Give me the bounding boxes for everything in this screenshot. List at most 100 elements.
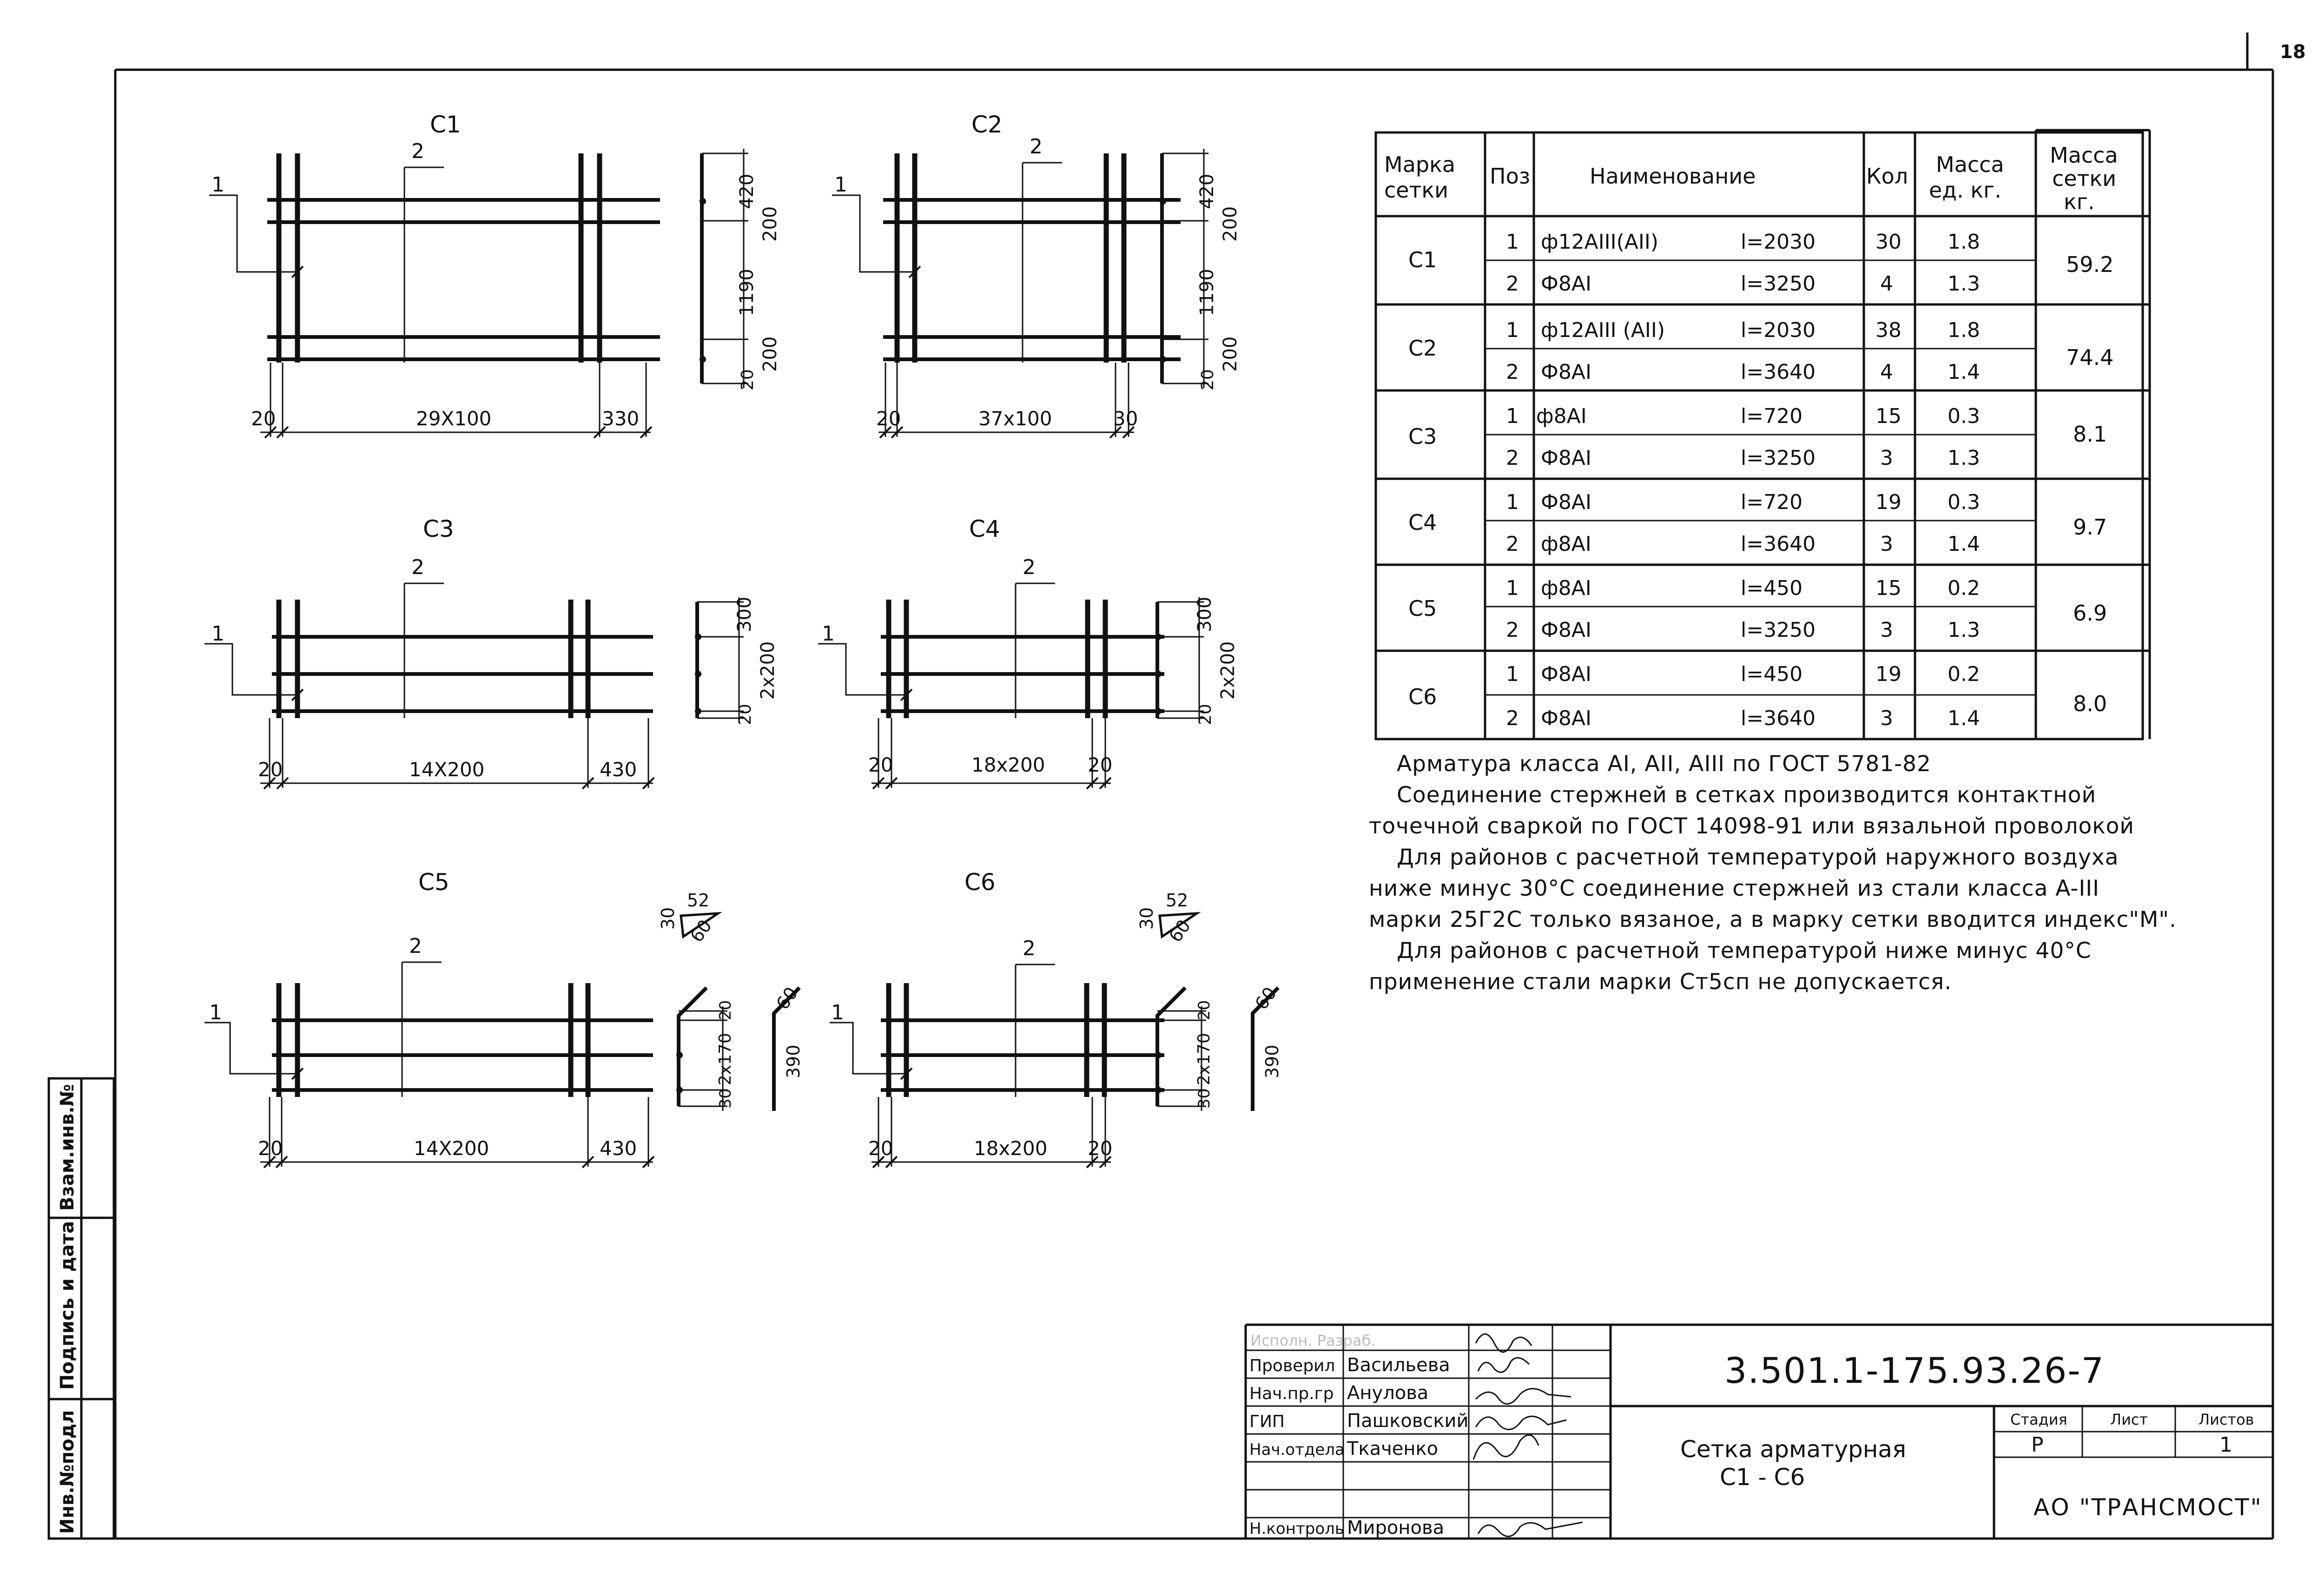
mesh-c5-sec-20: 20 bbox=[716, 1000, 735, 1020]
th-mark-2: сетки bbox=[1384, 178, 1448, 203]
row-c1-2-qty: 4 bbox=[1880, 272, 1893, 296]
mesh-c3-dim-left: 20 bbox=[258, 758, 283, 781]
mesh-c6-bend-30: 30 bbox=[1136, 907, 1157, 930]
th-total-3: кг. bbox=[2064, 189, 2095, 214]
row-c2-1-pos: 1 bbox=[1506, 318, 1519, 342]
tb-name-0: Васильева bbox=[1347, 1354, 1450, 1376]
side-stamp-replace: Взам.инв.№ bbox=[57, 1084, 78, 1211]
row-c2-2-len: l=3640 bbox=[1741, 360, 1816, 384]
row-c1-1-pos: 1 bbox=[1506, 230, 1519, 254]
row-c5-2-unit: 1.3 bbox=[1948, 618, 1980, 642]
tb-role-1: Нач.пр.гр bbox=[1249, 1384, 1334, 1403]
row-c6-2-unit: 1.4 bbox=[1948, 707, 1980, 730]
mesh-c2-pos2: 2 bbox=[1030, 135, 1043, 159]
tb-sheets-h: Листов bbox=[2199, 1411, 2254, 1428]
mesh-c2-dim-right: 30 bbox=[1113, 407, 1138, 430]
mesh-c1-pos2: 2 bbox=[411, 139, 424, 163]
row-c3-mass: 8.1 bbox=[2073, 422, 2107, 447]
mesh-c1: C1 2 1 20 29X100 330 420 200 1190 bbox=[209, 111, 781, 439]
mesh-c4-pos2: 2 bbox=[1023, 555, 1036, 579]
mesh-c1-pos1: 1 bbox=[211, 173, 224, 197]
mesh-c4-dim-mid: 18x200 bbox=[971, 753, 1045, 776]
mesh-c2-sec-200a: 200 bbox=[1220, 206, 1241, 242]
row-c3-1-name: ф8AI bbox=[1536, 404, 1587, 428]
row-c2-mark: C2 bbox=[1408, 336, 1437, 361]
row-c1-1-unit: 1.8 bbox=[1948, 230, 1980, 254]
row-c5-1-len: l=450 bbox=[1741, 576, 1802, 600]
row-c2-2-qty: 4 bbox=[1880, 360, 1893, 384]
mesh-c2-sec-1190: 1190 bbox=[1196, 269, 1218, 316]
mesh-c5-sec-2x170: 2x170 bbox=[716, 1033, 735, 1085]
mesh-c6-dim-right: 20 bbox=[1088, 1137, 1112, 1160]
row-c1-1-name: ф12AIII(AII) bbox=[1541, 230, 1658, 254]
note-line-4: ниже минус 30°С соединение стержней из с… bbox=[1369, 876, 2100, 901]
row-c1-mass: 59.2 bbox=[2066, 252, 2113, 277]
mesh-c6: C6 2 1 20 18x200 20 30 52 60 20 2x1 bbox=[830, 869, 1282, 1169]
row-c4-2-name: ф8AI bbox=[1541, 532, 1591, 556]
mesh-c5-sec-30: 30 bbox=[716, 1089, 735, 1109]
mesh-c1-dim-left: 20 bbox=[251, 407, 276, 430]
row-c3-2-name: Ф8AI bbox=[1541, 446, 1591, 470]
row-c3-2-qty: 3 bbox=[1880, 446, 1893, 470]
row-c4-2-unit: 1.4 bbox=[1948, 532, 1980, 556]
row-c5-mark: C5 bbox=[1408, 596, 1437, 621]
th-total-2: сетки bbox=[2052, 166, 2116, 191]
row-c4-2-qty: 3 bbox=[1880, 532, 1893, 556]
mesh-c6-pos1: 1 bbox=[831, 1001, 844, 1024]
mesh-c3-pos2: 2 bbox=[411, 555, 424, 579]
mesh-c5-dim-left: 20 bbox=[258, 1137, 283, 1160]
tb-sheets-v: 1 bbox=[2219, 1433, 2232, 1457]
tb-code: 3.501.1-175.93.26-7 bbox=[1724, 1350, 2105, 1391]
row-c2-mass: 74.4 bbox=[2066, 345, 2113, 370]
mesh-c3-label: C3 bbox=[423, 515, 454, 542]
mesh-c4-dim-left: 20 bbox=[868, 753, 893, 776]
mesh-c5-dim-right: 430 bbox=[600, 1137, 637, 1160]
mesh-c2-sec-200b: 200 bbox=[1220, 337, 1241, 372]
note-line-3: Для районов с расчетной температурой нар… bbox=[1397, 845, 2119, 870]
mesh-c6-dim-mid: 18x200 bbox=[974, 1137, 1047, 1160]
side-stamp: Инв.№подл Подпись и дата Взам.инв.№ bbox=[47, 1077, 115, 1540]
mesh-c6-dim-left: 20 bbox=[868, 1137, 893, 1160]
title-block: Исполн. Разраб. Проверил Васильева Нач.п… bbox=[1244, 1323, 2273, 1539]
tb-role-3: Нач.отдела bbox=[1249, 1440, 1345, 1459]
mesh-c6-bend-52: 52 bbox=[1166, 890, 1188, 911]
row-c3-1-pos: 1 bbox=[1506, 404, 1519, 428]
tb-stage-h: Стадия bbox=[2010, 1411, 2067, 1428]
row-c5-2-len: l=3250 bbox=[1741, 618, 1816, 642]
row-c6-1-unit: 0.2 bbox=[1948, 662, 1980, 686]
row-c2-1-unit: 1.8 bbox=[1948, 318, 1980, 342]
tb-name-1: Анулова bbox=[1347, 1382, 1428, 1404]
row-c2-1-len: l=2030 bbox=[1741, 318, 1816, 342]
row-c1-mark: C1 bbox=[1408, 247, 1437, 272]
row-c5-2-name: Ф8AI bbox=[1541, 618, 1591, 642]
mesh-c6-bend-390: 390 bbox=[1262, 1044, 1282, 1078]
mesh-c4-sec-300: 300 bbox=[1194, 597, 1215, 632]
mesh-c3-sec-20: 20 bbox=[736, 704, 755, 725]
row-c6-1-qty: 19 bbox=[1875, 662, 1901, 686]
side-stamp-inv: Инв.№подл bbox=[57, 1410, 78, 1534]
row-c5-1-pos: 1 bbox=[1506, 576, 1519, 600]
row-c1-1-len: l=2030 bbox=[1741, 230, 1816, 254]
row-c2-2-name: Ф8AI bbox=[1541, 360, 1591, 384]
row-c3-1-unit: 0.3 bbox=[1948, 404, 1980, 428]
row-c2-2-unit: 1.4 bbox=[1948, 360, 1980, 384]
mesh-c3-pos1: 1 bbox=[211, 622, 224, 646]
tb-name-5: Миронова bbox=[1347, 1517, 1444, 1539]
side-stamp-sign: Подпись и дата bbox=[57, 1221, 78, 1390]
mesh-c6-bend-60: 60 bbox=[1165, 916, 1195, 946]
mesh-c4-sec-2x200: 2x200 bbox=[1217, 641, 1239, 700]
tb-name-2: Пашковский bbox=[1347, 1410, 1469, 1432]
th-unit-2: ед. кг. bbox=[1929, 178, 2001, 203]
row-c3-2-len: l=3250 bbox=[1741, 446, 1816, 470]
mesh-c2-dim-mid: 37x100 bbox=[978, 407, 1052, 430]
mesh-c5-bend-60: 60 bbox=[686, 916, 716, 946]
mesh-c3-sec-2x200: 2x200 bbox=[757, 641, 779, 700]
note-line-5: марки 25Г2С только вязаное, а в марку се… bbox=[1369, 907, 2177, 932]
mesh-c6-sec-20: 20 bbox=[1195, 1000, 1214, 1020]
tb-stage-v: Р bbox=[2031, 1433, 2044, 1457]
mesh-c4-sec-20: 20 bbox=[1196, 704, 1215, 725]
row-c4-1-unit: 0.3 bbox=[1948, 490, 1980, 514]
mesh-c2-sec-420: 420 bbox=[1196, 174, 1218, 209]
row-c5-mass: 6.9 bbox=[2073, 601, 2107, 626]
